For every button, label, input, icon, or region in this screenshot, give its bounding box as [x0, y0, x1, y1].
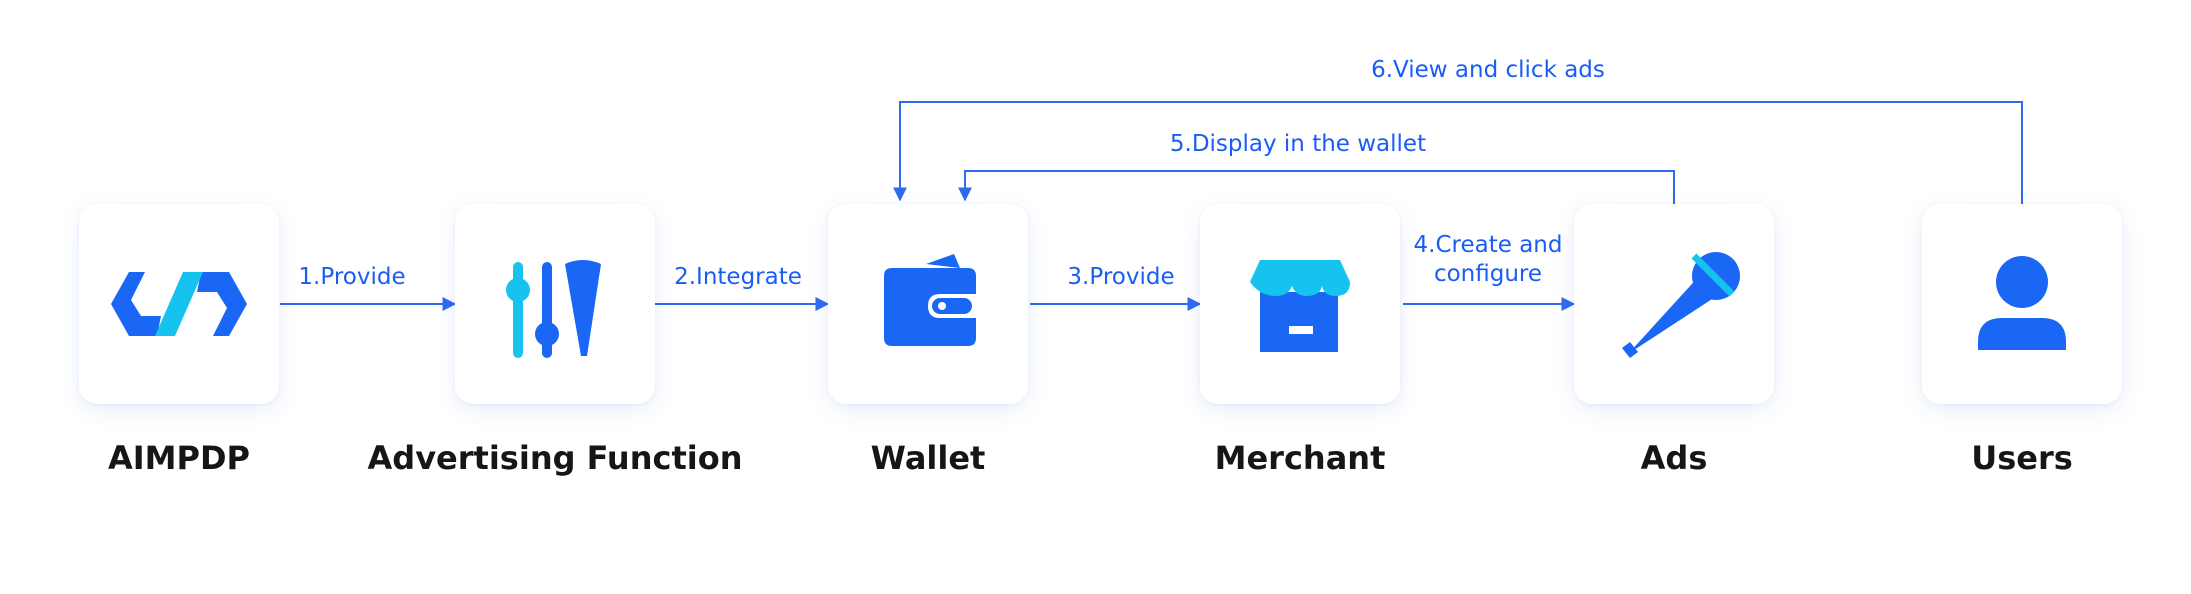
node-card-ads [1574, 204, 1774, 404]
user-icon [1978, 256, 2066, 350]
edge-label-integrate: 2.Integrate [674, 264, 802, 290]
node-card-aimpdp [79, 204, 279, 404]
node-card-wallet [828, 204, 1028, 404]
wallet-icon [884, 254, 976, 346]
edge-label-provide-1: 1.Provide [298, 264, 406, 290]
node-label-aimpdp: AIMPDP [108, 439, 250, 477]
edge-label-display-in-wallet: 5.Display in the wallet [1169, 131, 1427, 157]
node-card-users [1922, 204, 2122, 404]
arrow-ads-to-wallet [958, 170, 1675, 204]
edge-label-provide-3: 3.Provide [1067, 264, 1175, 290]
node-label-users: Users [1971, 439, 2073, 477]
node-label-advertising: Advertising Function [367, 439, 743, 477]
edge-label-create-line2: configure [1433, 261, 1543, 287]
node-card-advertising [455, 204, 655, 404]
node-label-merchant: Merchant [1214, 439, 1386, 477]
arrow-users-to-wallet [893, 101, 2023, 204]
store-icon [1250, 260, 1350, 352]
edge-label-view-click-ads: 6.View and click ads [1371, 57, 1605, 83]
aimpdp-logo-icon [111, 272, 247, 336]
node-label-wallet: Wallet [870, 439, 986, 477]
edge-label-create-line1: 4.Create and [1413, 232, 1563, 258]
node-label-ads: Ads [1640, 439, 1708, 477]
equalizer-megaphone-icon [506, 260, 601, 358]
node-card-merchant [1200, 204, 1400, 404]
megaphone-icon [1622, 252, 1740, 358]
